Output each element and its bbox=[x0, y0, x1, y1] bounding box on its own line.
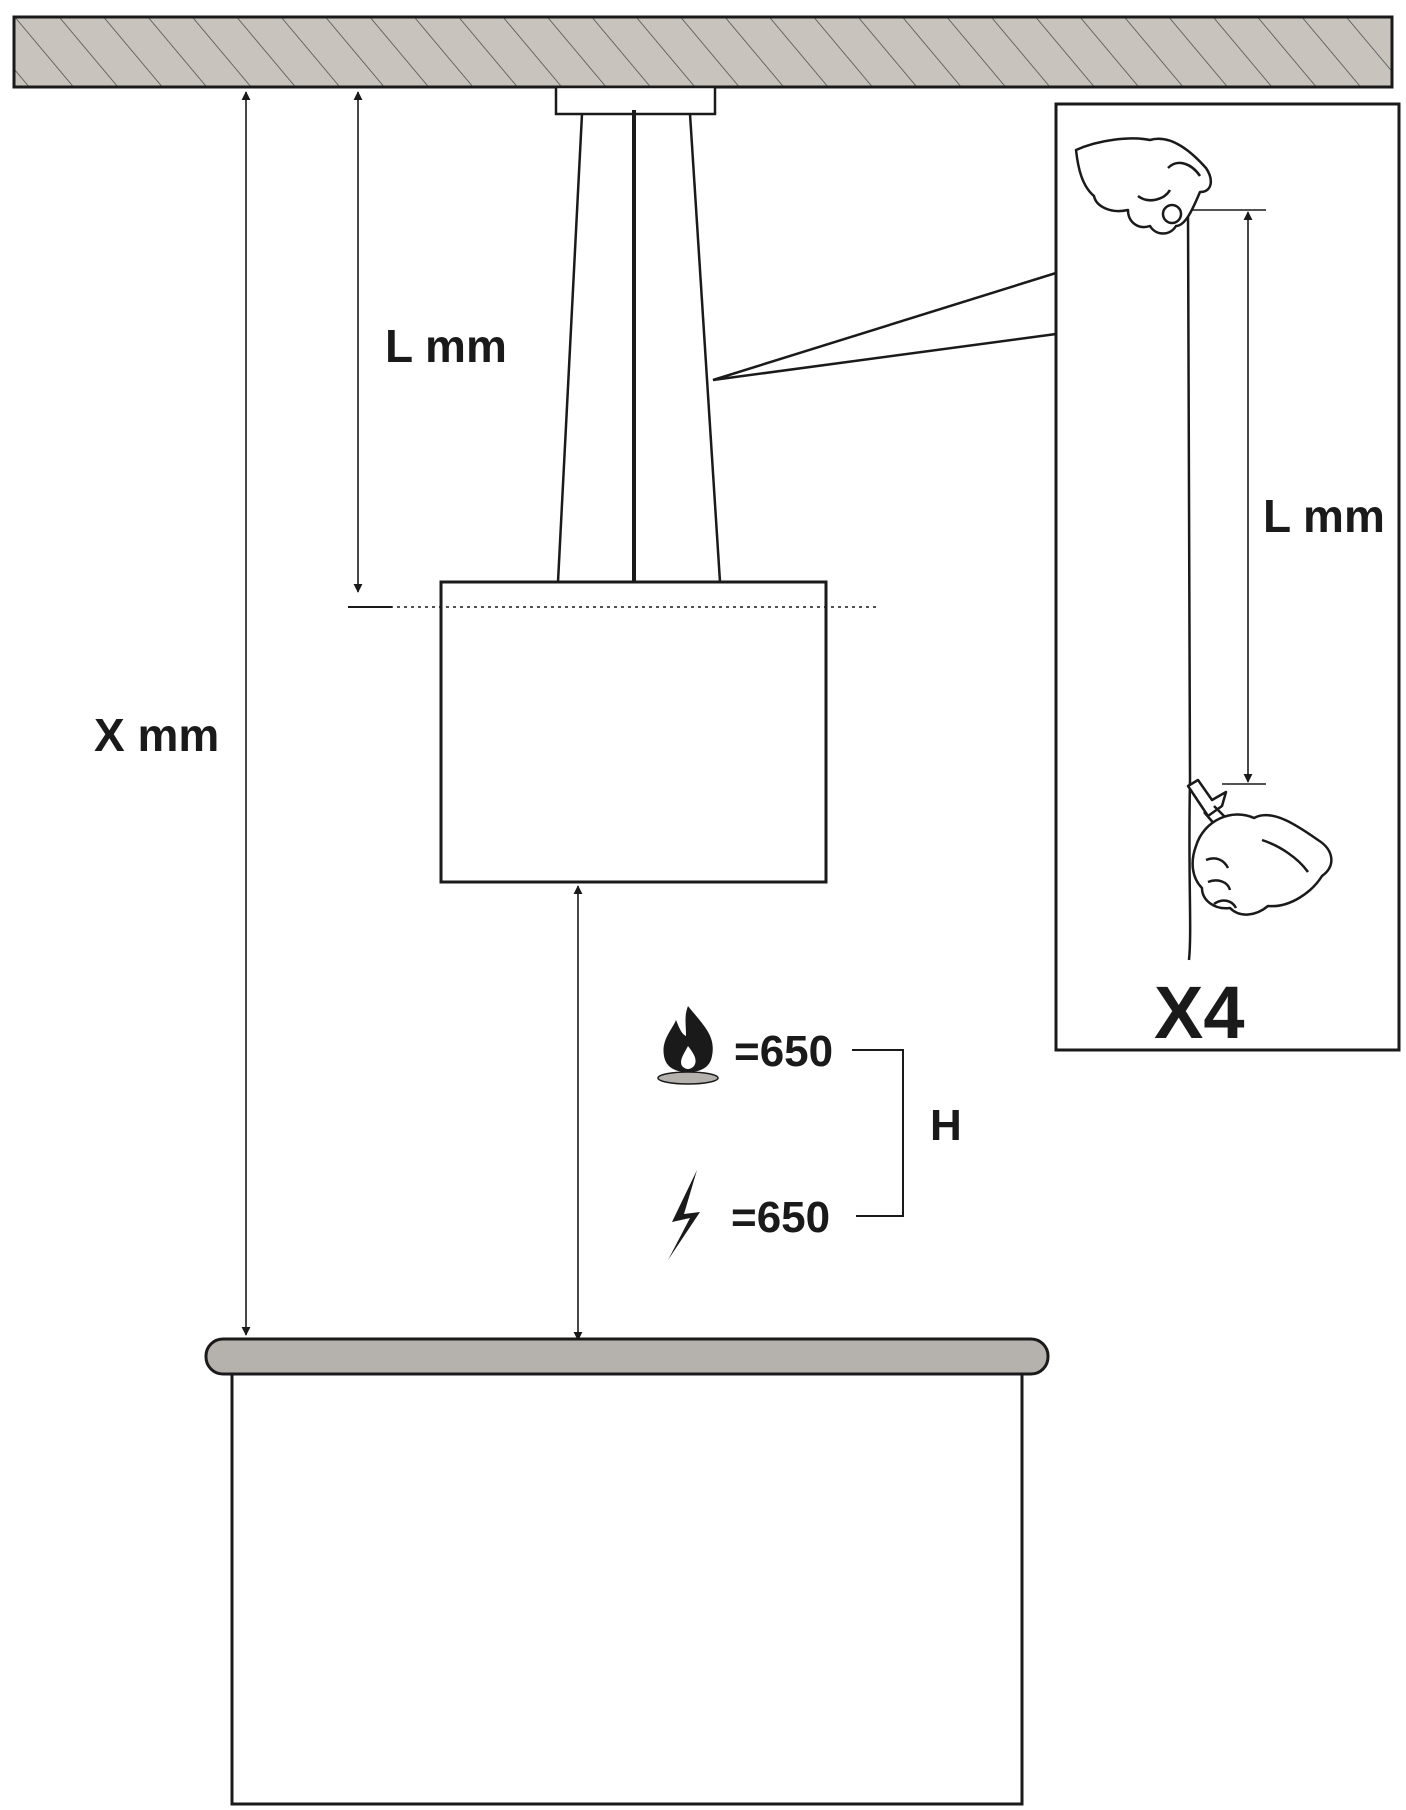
l-mm-main-label: L mm bbox=[385, 320, 507, 372]
l-mm-detail-label: L mm bbox=[1263, 490, 1385, 542]
hood-body bbox=[439, 580, 828, 884]
detail-l-mm-dimension bbox=[1190, 209, 1266, 785]
electric-distance-label: =650 bbox=[731, 1193, 830, 1242]
ceiling-mount-plate bbox=[554, 85, 717, 116]
gas-flame-icon bbox=[657, 1006, 719, 1085]
hand-holding-cable-icon bbox=[1074, 137, 1213, 235]
h-label: H bbox=[930, 1101, 962, 1150]
countertop bbox=[204, 1337, 1050, 1376]
ceiling-slab bbox=[12, 15, 1394, 89]
base-cabinet bbox=[230, 1372, 1024, 1806]
suspension-cables bbox=[556, 110, 722, 592]
lightning-bolt-icon bbox=[668, 1170, 700, 1260]
x-mm-label: X mm bbox=[94, 709, 219, 761]
x4-label: X4 bbox=[1154, 971, 1245, 1054]
gas-distance-label: =650 bbox=[734, 1027, 833, 1076]
detail-callout-leader bbox=[712, 271, 1057, 382]
detail-cable bbox=[1186, 211, 1192, 961]
hand-with-cutter-icon bbox=[1186, 778, 1333, 916]
h-bracket bbox=[852, 1049, 904, 1217]
